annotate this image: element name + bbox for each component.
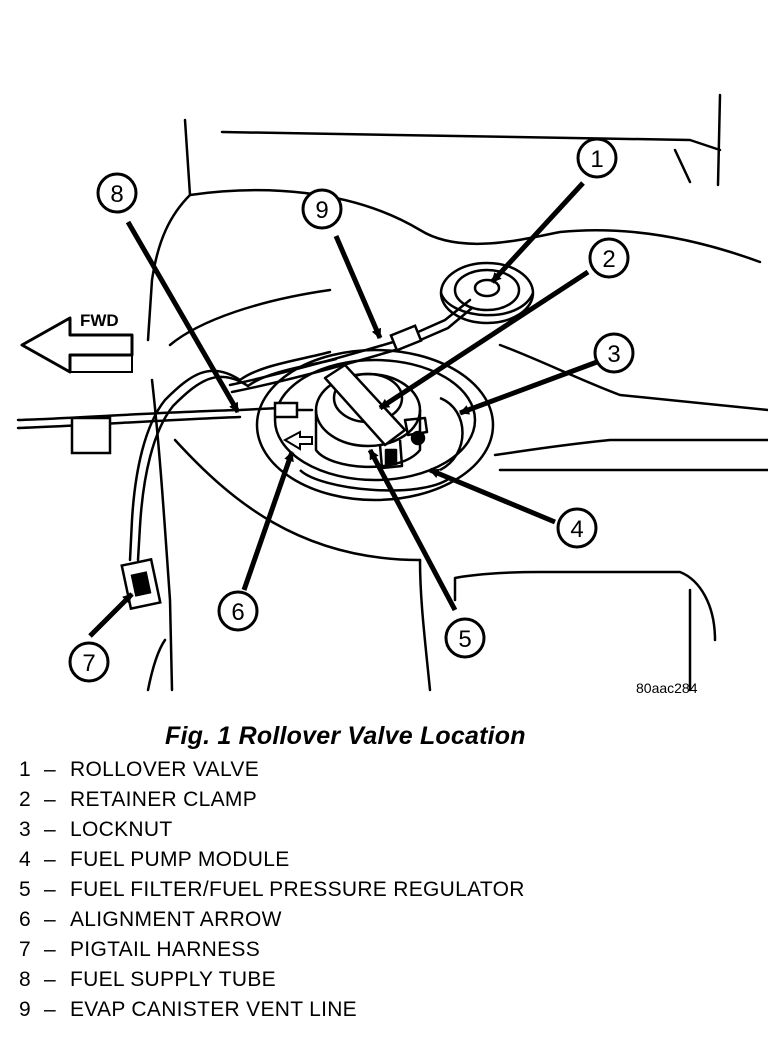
legend-label: FUEL FILTER/FUEL PRESSURE REGULATOR [70,878,525,901]
callout-3-number: 3 [607,341,620,368]
legend-label: PIGTAIL HARNESS [70,938,261,961]
legend-number: 7 [19,938,31,961]
callout-3: 3 [593,332,635,374]
callout-8-number: 8 [110,181,123,208]
callout-2-number: 2 [602,246,615,273]
image-code: 80aac284 [636,680,698,696]
rollover-valve [439,261,535,325]
legend-number: 8 [19,968,31,991]
legend-number: 6 [19,908,31,931]
legend-label: EVAP CANISTER VENT LINE [70,998,357,1021]
legend-number: 5 [19,878,31,901]
legend-number: 1 [19,758,31,781]
legend-label: FUEL PUMP MODULE [70,848,290,871]
legend-dash: – [44,818,56,841]
callout-5-number: 5 [458,626,471,653]
legend-label: LOCKNUT [70,818,173,841]
callout-2: 2 [588,237,630,279]
forward-label: FWD [80,311,119,330]
callout-5: 5 [444,617,486,659]
callout-6-number: 6 [231,599,244,626]
legend-dash: – [44,938,56,961]
legend-label: ROLLOVER VALVE [70,758,259,781]
legend-dash: – [44,758,56,781]
legend-dash: – [44,998,56,1021]
tank-body [146,93,768,692]
legend-dash: – [44,788,56,811]
callout-9: 9 [301,188,343,230]
rollover-valve-illustration: FWD 1 2 3 4 5 6 7 8 [16,93,768,696]
callout-7: 7 [68,641,110,683]
legend-label: FUEL SUPPLY TUBE [70,968,276,991]
callout-9-number: 9 [315,197,328,224]
forward-direction-arrow: FWD [20,311,134,374]
legend-dash: – [44,968,56,991]
alignment-arrow-mark [282,430,313,451]
figure-title: Fig. 1 Rollover Valve Location [165,722,526,750]
callout-4-number: 4 [570,516,583,543]
legend-label: RETAINER CLAMP [70,788,258,811]
legend-dash: – [44,878,56,901]
legend-dash: – [44,848,56,871]
legend-number: 9 [19,998,31,1021]
leader-lines [88,181,598,638]
legend-label: ALIGNMENT ARROW [70,908,282,931]
callout-1: 1 [576,137,618,179]
legend-number: 2 [19,788,31,811]
legend-number: 3 [19,818,31,841]
fuel-supply-tube [16,401,314,455]
legend-number: 4 [19,848,31,871]
callout-4: 4 [556,507,598,549]
fuel-pump-module [255,348,495,502]
callout-1-number: 1 [590,146,603,173]
callout-6: 6 [217,590,259,632]
callout-8: 8 [96,172,138,214]
legend-dash: – [44,908,56,931]
callout-7-number: 7 [82,650,95,677]
